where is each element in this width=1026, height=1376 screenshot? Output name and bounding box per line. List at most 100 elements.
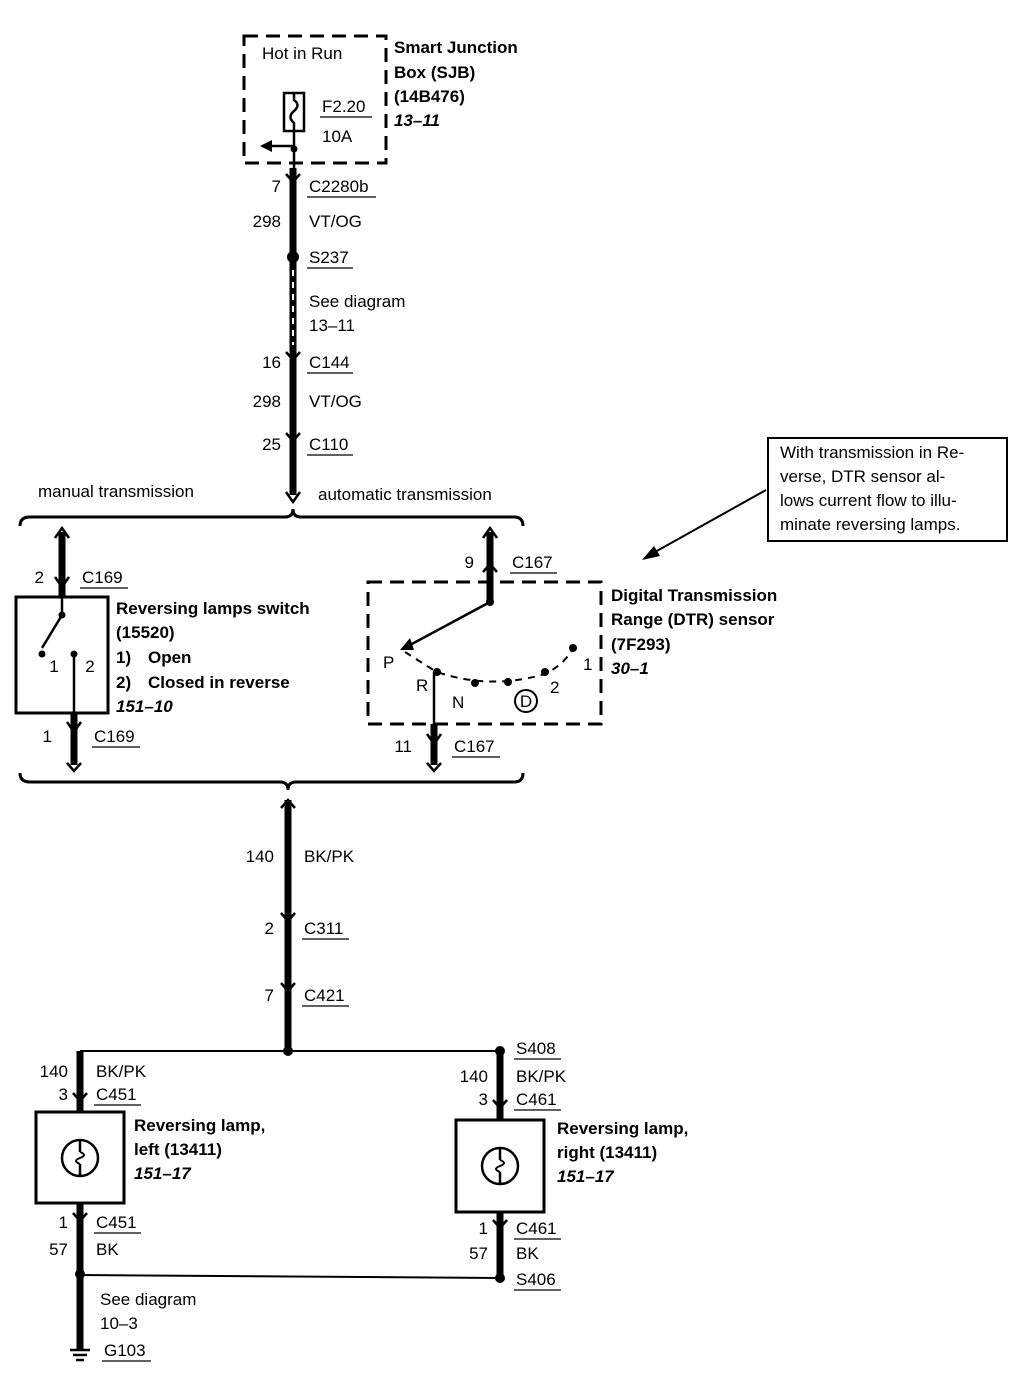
dtr-position-r: R bbox=[416, 676, 428, 695]
manual-transmission-label: manual transmission bbox=[38, 482, 194, 501]
power-arrow-icon bbox=[260, 140, 294, 152]
dtr-bottom-pin: 11 bbox=[394, 737, 412, 756]
switch-state-2: Closed in reverse bbox=[148, 673, 290, 692]
ground-see-diagram: See diagram bbox=[100, 1290, 196, 1309]
note-line-4: minate reversing lamps. bbox=[780, 515, 960, 534]
switch-part-number: (15520) bbox=[116, 623, 175, 642]
ground-icon bbox=[70, 1348, 90, 1362]
left-lamp-title-line1: Reversing lamp, bbox=[134, 1116, 265, 1135]
dtr-title-line1: Digital Transmission bbox=[611, 586, 777, 605]
c110-connector: C110 bbox=[309, 435, 348, 454]
c2280b-pin: 7 bbox=[272, 177, 281, 196]
branch-brace-top: manual transmission automatic transmissi… bbox=[18, 482, 525, 527]
circuit-298-b: 298 bbox=[253, 392, 281, 411]
right-lamp-top-connector: C461 bbox=[516, 1090, 557, 1109]
output-wire-color: BK/PK bbox=[304, 847, 355, 866]
dtr-position-arc bbox=[404, 647, 574, 683]
smart-junction-box: Hot in Run F2.20 10A Smart Junction Box … bbox=[242, 34, 518, 170]
left-lamp-ground-color: BK bbox=[96, 1240, 119, 1259]
dtr-outline bbox=[366, 580, 603, 726]
c144-pin: 16 bbox=[262, 353, 281, 372]
left-lamp-bottom-connector: C451 bbox=[96, 1213, 137, 1232]
switch-contact-arm bbox=[40, 614, 64, 649]
dtr-reference: 30–1 bbox=[611, 659, 649, 678]
dtr-position-n: N bbox=[452, 693, 464, 712]
switch-bottom-connector: C169 bbox=[94, 727, 135, 746]
left-lamp-bulb-icon bbox=[60, 1138, 100, 1178]
sjb-title-line1: Smart Junction bbox=[394, 38, 518, 57]
switch-state-1: Open bbox=[148, 648, 191, 667]
switch-position-2: 2 bbox=[85, 657, 94, 676]
dtr-position-p: P bbox=[383, 653, 394, 672]
right-lamp-wire-color: BK/PK bbox=[516, 1067, 567, 1086]
switch-top-connector: C169 bbox=[82, 568, 123, 587]
sjb-part-number: (14B476) bbox=[394, 87, 465, 106]
wire-color-b: VT/OG bbox=[309, 392, 362, 411]
note-line-2: verse, DTR sensor al- bbox=[780, 467, 945, 486]
c144-connector: C144 bbox=[309, 353, 350, 372]
fuse-rating: 10A bbox=[322, 127, 353, 146]
right-lamp-ground-circuit: 57 bbox=[469, 1244, 488, 1263]
left-lamp-reference: 151–17 bbox=[134, 1164, 192, 1183]
switch-state-2-num: 2) bbox=[116, 673, 131, 692]
fuse-node bbox=[290, 145, 298, 153]
right-lamp-top-pin: 3 bbox=[479, 1090, 488, 1109]
dtr-top-connector: C167 bbox=[512, 553, 553, 572]
right-lamp-reference: 151–17 bbox=[557, 1167, 615, 1186]
right-lamp-bulb-icon bbox=[480, 1146, 520, 1186]
switch-title: Reversing lamps switch bbox=[116, 599, 310, 618]
branch-brace-bottom bbox=[18, 772, 525, 791]
splice-s237-dot bbox=[287, 251, 299, 263]
reversing-lamp-left: 140 BK/PK 3 C451 1 C451 57 BK Reversing … bbox=[34, 1051, 265, 1272]
see-diagram-ref: 13–11 bbox=[309, 316, 355, 335]
left-lamp-top-pin: 3 bbox=[59, 1085, 68, 1104]
feed-wire: 7 C2280b 298 VT/OG S237 See diagram 13–1… bbox=[253, 168, 405, 505]
splice-s408: S408 bbox=[516, 1039, 556, 1058]
sjb-title-line2: Box (SJB) bbox=[394, 63, 475, 82]
left-lamp-top-connector: C451 bbox=[96, 1085, 137, 1104]
dtr-bottom-connector: C167 bbox=[454, 737, 495, 756]
output-wire: 140 BK/PK 2 C311 7 C421 bbox=[80, 798, 500, 1056]
output-junction-dot bbox=[283, 1046, 293, 1056]
right-lamp-bottom-pin: 1 bbox=[479, 1219, 488, 1238]
dtr-drive-circle bbox=[514, 689, 538, 713]
fuse-id: F2.20 bbox=[322, 97, 365, 116]
output-circuit: 140 bbox=[246, 847, 274, 866]
c311-pin: 2 bbox=[265, 919, 274, 938]
c311-connector: C311 bbox=[304, 919, 343, 938]
c421-pin: 7 bbox=[265, 986, 274, 1005]
left-lamp-circuit: 140 bbox=[40, 1062, 68, 1081]
dtr-top-pin: 9 bbox=[465, 553, 474, 572]
left-lamp-ground-circuit: 57 bbox=[49, 1240, 68, 1259]
note-box: With transmission in Re- verse, DTR sens… bbox=[642, 437, 1008, 560]
dtr-sensor: 9 C167 P R N D 2 1 11 C167 Digital Trans… bbox=[366, 525, 777, 773]
switch-reference: 151–10 bbox=[116, 697, 173, 716]
ground-see-diagram-ref: 10–3 bbox=[100, 1314, 138, 1333]
ground-circuit: See diagram 10–3 G103 bbox=[70, 1269, 501, 1362]
right-lamp-ground-color: BK bbox=[516, 1244, 539, 1263]
right-lamp-title-line1: Reversing lamp, bbox=[557, 1119, 688, 1138]
switch-position-1: 1 bbox=[49, 657, 58, 676]
dtr-title-line2: Range (DTR) sensor bbox=[611, 610, 775, 629]
left-lamp-bottom-pin: 1 bbox=[59, 1213, 68, 1232]
hot-in-run-label: Hot in Run bbox=[262, 44, 342, 63]
ground-point-g103: G103 bbox=[104, 1341, 146, 1360]
note-arrow-icon bbox=[642, 489, 767, 560]
dtr-position-d: D bbox=[520, 692, 532, 711]
reversing-lamps-switch: 2 C169 1 2 1 C169 Reversing lamps switch… bbox=[14, 525, 310, 773]
right-lamp-circuit: 140 bbox=[460, 1067, 488, 1086]
switch-bottom-pin: 1 bbox=[43, 727, 52, 746]
left-lamp-title-line2: left (13411) bbox=[134, 1140, 222, 1159]
sjb-reference: 13–11 bbox=[394, 111, 440, 130]
see-diagram-label: See diagram bbox=[309, 292, 405, 311]
dtr-part-number: (7F293) bbox=[611, 635, 671, 654]
reversing-lamp-right: S408 140 BK/PK 3 C461 1 C461 57 BK S406 … bbox=[454, 1039, 688, 1291]
circuit-298-a: 298 bbox=[253, 212, 281, 231]
splice-s406: S406 bbox=[516, 1270, 556, 1289]
dtr-position-1: 1 bbox=[583, 655, 592, 674]
fuse-icon bbox=[282, 91, 306, 133]
dtr-selector-arrow bbox=[409, 600, 491, 647]
switch-top-pin: 2 bbox=[35, 568, 44, 587]
sjb-outline bbox=[242, 34, 388, 165]
